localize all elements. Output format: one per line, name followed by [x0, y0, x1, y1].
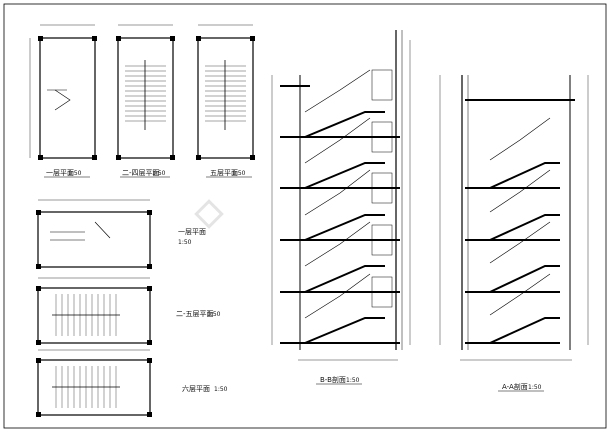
section-aa-drawing: [439, 75, 589, 361]
plan-6-title: 六层平面: [182, 384, 210, 393]
plan-3-title: 五层平面: [210, 169, 238, 177]
plan-1-scale: 1:50: [68, 170, 82, 177]
watermark-logo: [194, 199, 224, 229]
plan-5-title: 二-五层平面: [176, 310, 214, 318]
section-bb-scale: 1:50: [346, 377, 360, 384]
plan-3-scale: 1:50: [232, 170, 246, 177]
plan-2-drawing: [116, 24, 175, 160]
section-aa-title: A-A剖面: [502, 382, 528, 391]
section-bb-drawing: [271, 30, 411, 361]
plan-6-drawing: [36, 349, 152, 417]
plan-5-drawing: [36, 277, 152, 345]
plan-2-title: 二-四层平面: [122, 169, 160, 177]
sheet-border: [3, 3, 607, 429]
plan-4-drawing: [36, 199, 152, 269]
plan-5-scale: 1:50: [207, 311, 221, 318]
plan-1-title: 一层平面: [46, 169, 74, 177]
plan-4-scale: 1:50: [178, 239, 192, 246]
plan-2-scale: 1:50: [152, 170, 166, 177]
plan-4-title: 一层平面: [178, 228, 206, 236]
section-aa-scale: 1:50: [528, 384, 542, 391]
plan-3-drawing: [196, 24, 255, 160]
section-bb-title: B-B剖面: [320, 375, 346, 384]
plan-6-scale: 1:50: [214, 386, 228, 393]
plan-1-drawing: [29, 24, 97, 160]
